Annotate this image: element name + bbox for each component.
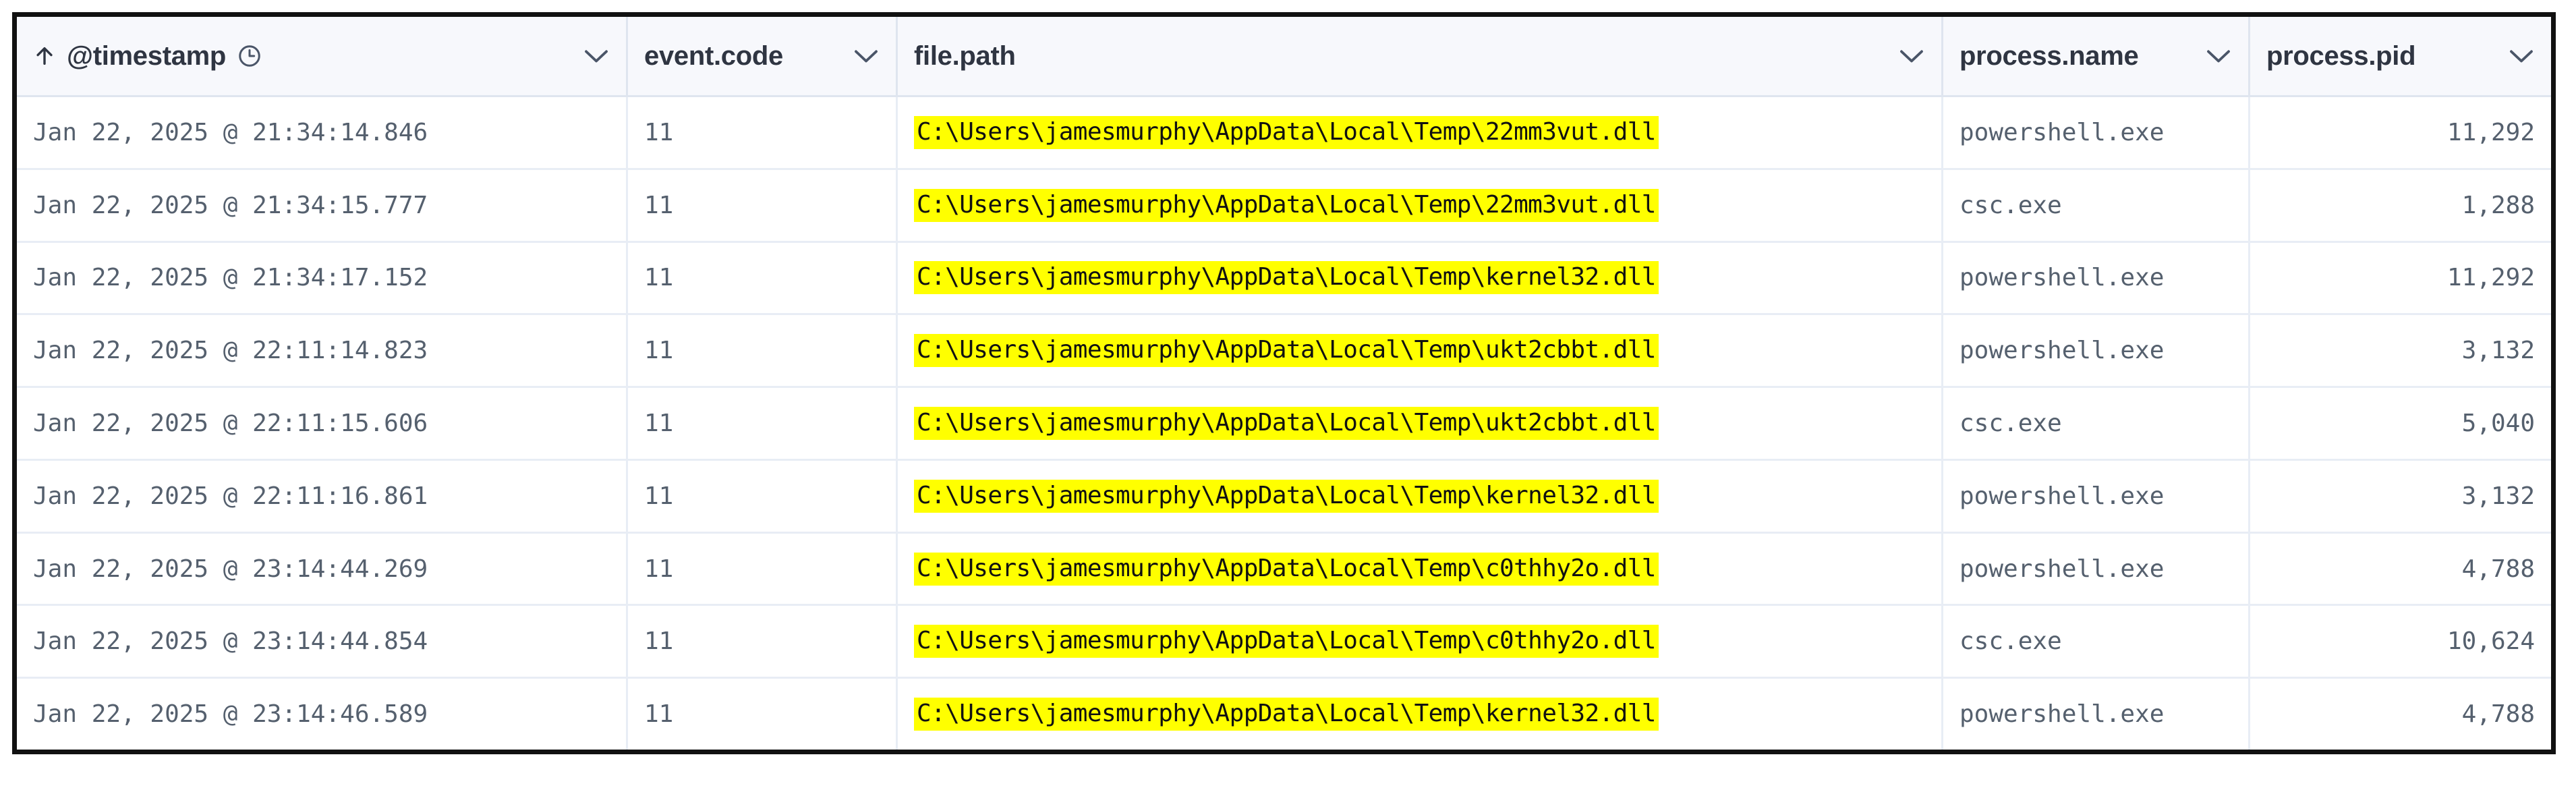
table-header-row: @timestamp event.code file.path [17, 17, 2551, 97]
chevron-down-icon[interactable] [840, 47, 880, 65]
cell-file-path: C:\Users\jamesmurphy\AppData\Local\Temp\… [898, 242, 1943, 314]
highlighted-match: C:\Users\jamesmurphy\AppData\Local\Temp\… [914, 115, 1659, 149]
cell-file-path: C:\Users\jamesmurphy\AppData\Local\Temp\… [898, 460, 1943, 532]
cell-file-path: C:\Users\jamesmurphy\AppData\Local\Temp\… [898, 679, 1943, 750]
cell-process-name: powershell.exe [1943, 679, 2250, 750]
chevron-down-icon[interactable] [2496, 47, 2535, 65]
chevron-down-icon[interactable] [571, 47, 610, 65]
cell-process-pid: 11,292 [2446, 264, 2535, 292]
cell-process-name: powershell.exe [1943, 97, 2250, 168]
cell-process-name: powershell.exe [1943, 315, 2250, 387]
highlighted-match: C:\Users\jamesmurphy\AppData\Local\Temp\… [914, 334, 1659, 368]
column-header-label: process.name [1959, 40, 2139, 71]
cell-process-name: csc.exe [1943, 606, 2250, 677]
results-data-grid: @timestamp event.code file.path [17, 17, 2551, 750]
cell-timestamp: Jan 22, 2025 @ 22:11:16.861 [17, 460, 628, 532]
column-header-file-path[interactable]: file.path [898, 17, 1943, 95]
cell-file-path: C:\Users\jamesmurphy\AppData\Local\Temp\… [898, 315, 1943, 387]
cell-event-code: 11 [628, 169, 898, 241]
highlighted-match: C:\Users\jamesmurphy\AppData\Local\Temp\… [914, 698, 1659, 731]
cell-file-path: C:\Users\jamesmurphy\AppData\Local\Temp\… [898, 533, 1943, 604]
highlighted-match: C:\Users\jamesmurphy\AppData\Local\Temp\… [914, 261, 1659, 295]
arrow-up-icon[interactable] [33, 43, 56, 69]
chevron-down-icon[interactable] [1886, 47, 1925, 65]
cell-process-pid: 3,132 [2461, 482, 2535, 510]
cell-event-code: 11 [628, 315, 898, 387]
column-header-process-name[interactable]: process.name [1943, 17, 2250, 95]
column-header-label: process.pid [2266, 40, 2416, 71]
cell-process-name: powershell.exe [1943, 242, 2250, 314]
column-header-label: event.code [644, 40, 783, 71]
cell-timestamp: Jan 22, 2025 @ 23:14:44.269 [17, 533, 628, 604]
column-header-label: file.path [914, 40, 1016, 71]
cell-process-name: csc.exe [1943, 388, 2250, 459]
clock-icon [237, 43, 262, 69]
cell-timestamp: Jan 22, 2025 @ 21:34:15.777 [17, 169, 628, 241]
cell-event-code: 11 [628, 460, 898, 532]
cell-timestamp: Jan 22, 2025 @ 21:34:14.846 [17, 97, 628, 168]
cell-event-code: 11 [628, 679, 898, 750]
cell-timestamp: Jan 22, 2025 @ 23:14:44.854 [17, 606, 628, 677]
cell-file-path: C:\Users\jamesmurphy\AppData\Local\Temp\… [898, 606, 1943, 677]
cell-timestamp: Jan 22, 2025 @ 23:14:46.589 [17, 679, 628, 750]
highlighted-match: C:\Users\jamesmurphy\AppData\Local\Temp\… [914, 625, 1659, 658]
cell-process-pid: 5,040 [2461, 410, 2535, 438]
cell-process-name: powershell.exe [1943, 533, 2250, 604]
document-table-panel: @timestamp event.code file.path [12, 12, 2556, 754]
cell-file-path: C:\Users\jamesmurphy\AppData\Local\Temp\… [898, 169, 1943, 241]
cell-process-pid: 4,788 [2461, 700, 2535, 729]
cell-timestamp: Jan 22, 2025 @ 22:11:14.823 [17, 315, 628, 387]
cell-process-name: powershell.exe [1943, 460, 2250, 532]
highlighted-match: C:\Users\jamesmurphy\AppData\Local\Temp\… [914, 552, 1659, 586]
cell-process-pid: 11,292 [2446, 118, 2535, 146]
highlighted-match: C:\Users\jamesmurphy\AppData\Local\Temp\… [914, 407, 1659, 441]
column-header-event-code[interactable]: event.code [628, 17, 898, 95]
column-header-process-pid[interactable]: process.pid [2250, 17, 2551, 95]
cell-process-pid: 1,288 [2461, 191, 2535, 219]
highlighted-match: C:\Users\jamesmurphy\AppData\Local\Temp\… [914, 479, 1659, 513]
cell-process-pid: 3,132 [2461, 337, 2535, 365]
cell-event-code: 11 [628, 242, 898, 314]
cell-process-pid: 10,624 [2446, 627, 2535, 656]
cell-timestamp: Jan 22, 2025 @ 22:11:15.606 [17, 388, 628, 459]
cell-event-code: 11 [628, 533, 898, 604]
chevron-down-icon[interactable] [2193, 47, 2232, 65]
cell-file-path: C:\Users\jamesmurphy\AppData\Local\Temp\… [898, 97, 1943, 168]
cell-process-pid: 4,788 [2461, 555, 2535, 583]
cell-event-code: 11 [628, 606, 898, 677]
cell-event-code: 11 [628, 97, 898, 168]
column-header-label: @timestamp [67, 40, 227, 71]
highlighted-match: C:\Users\jamesmurphy\AppData\Local\Temp\… [914, 188, 1659, 222]
cell-file-path: C:\Users\jamesmurphy\AppData\Local\Temp\… [898, 388, 1943, 459]
cell-event-code: 11 [628, 388, 898, 459]
column-header-timestamp[interactable]: @timestamp [17, 17, 628, 95]
cell-process-name: csc.exe [1943, 169, 2250, 241]
cell-timestamp: Jan 22, 2025 @ 21:34:17.152 [17, 242, 628, 314]
